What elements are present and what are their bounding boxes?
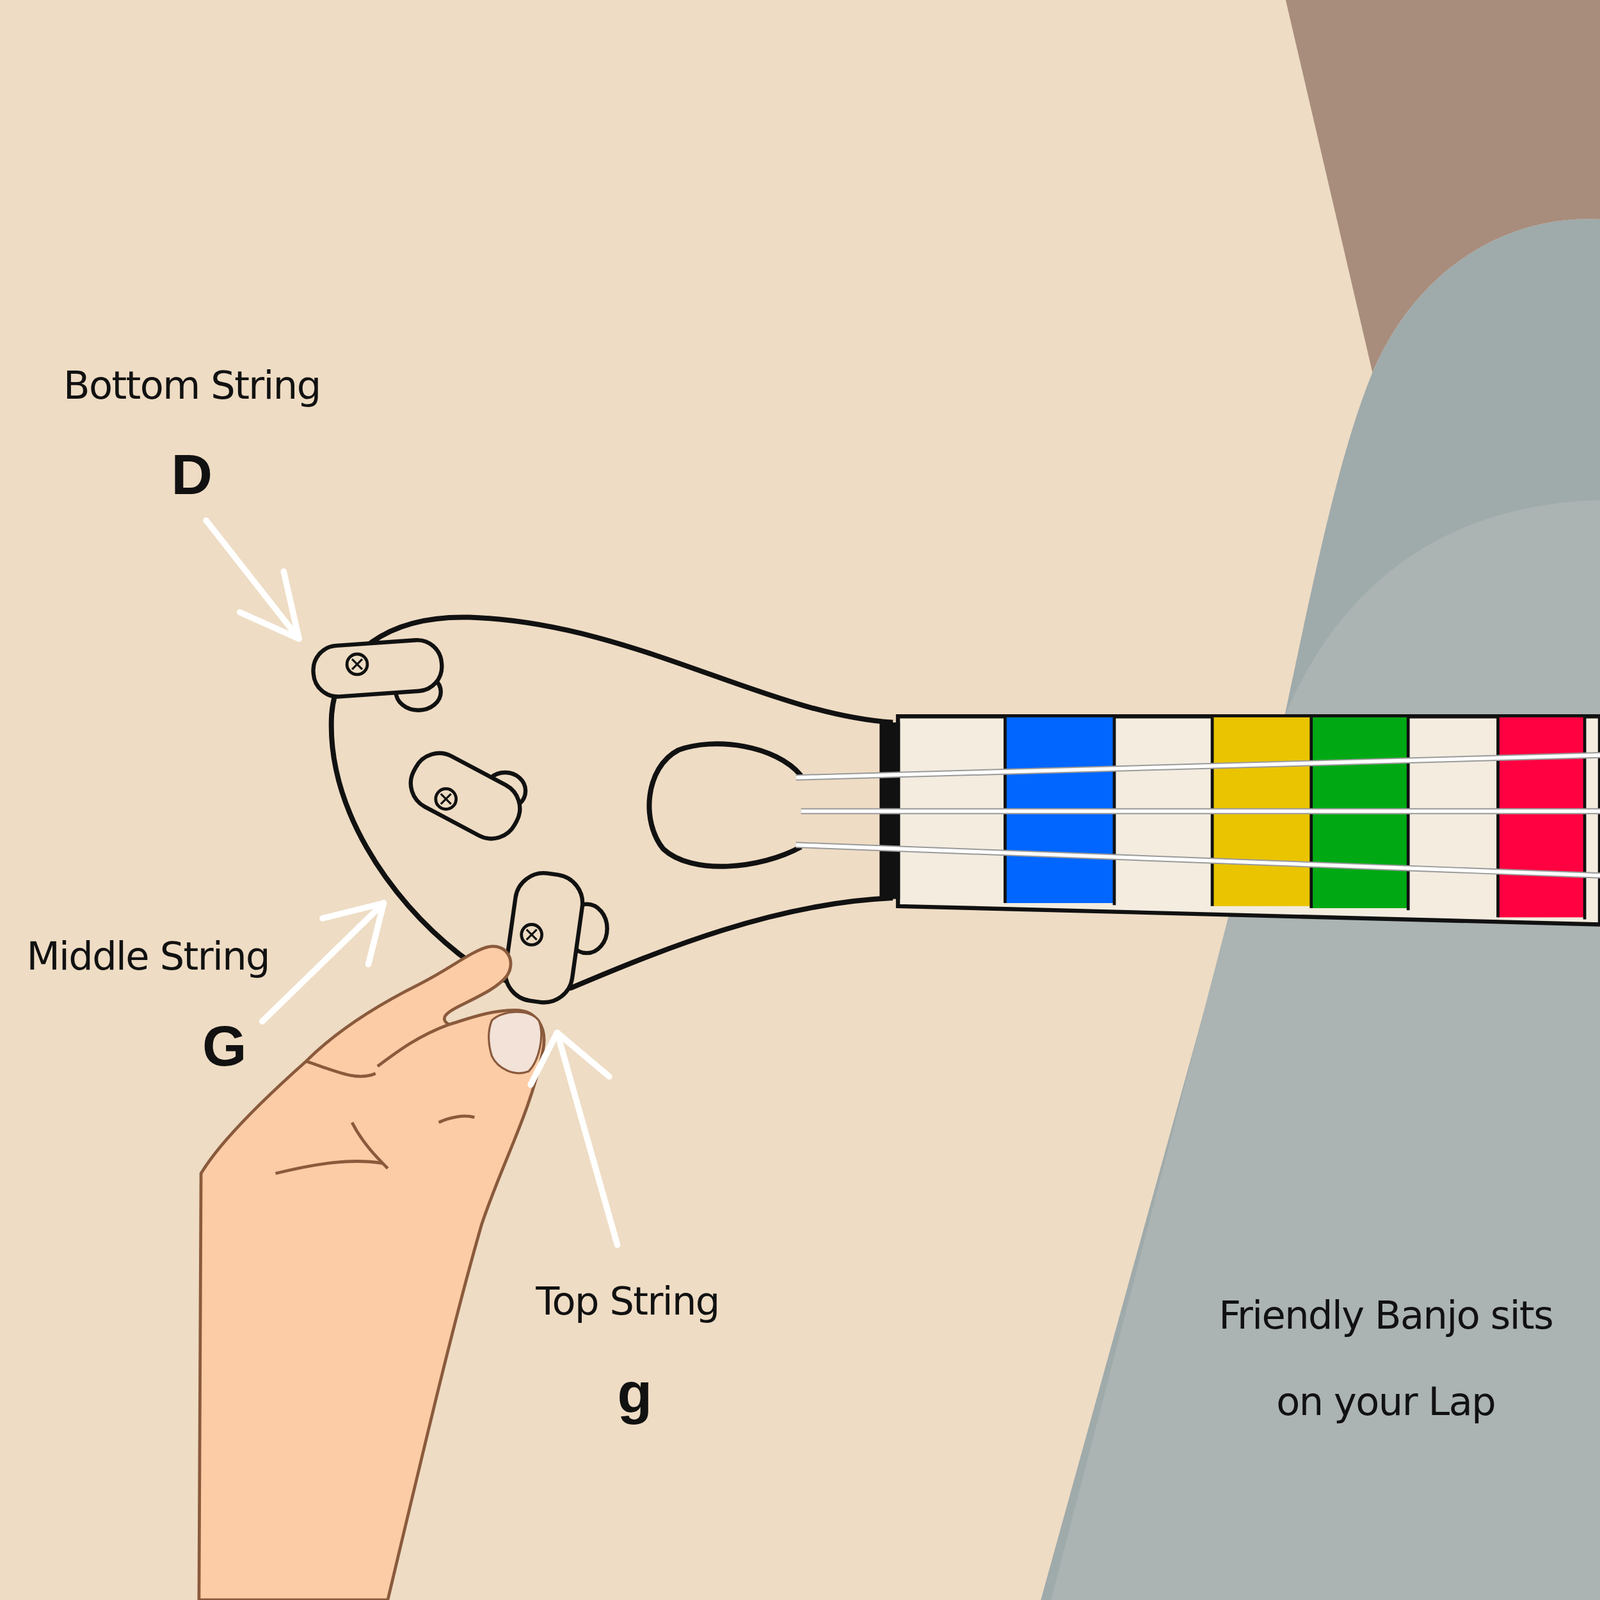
string-label: Bottom String xyxy=(63,363,321,409)
tuning-peg xyxy=(311,638,444,711)
string-hole xyxy=(648,743,801,867)
string-label: Top String xyxy=(535,1278,719,1324)
tuning-peg xyxy=(501,869,608,1007)
leader-arrow xyxy=(206,520,299,639)
string-label: Middle String xyxy=(26,933,269,979)
hand xyxy=(199,946,544,1600)
leader-arrow xyxy=(262,903,384,1022)
tuning-peg xyxy=(401,743,530,848)
lap-fold xyxy=(1050,499,1600,1600)
note-name: g xyxy=(616,1360,653,1427)
note-name: G xyxy=(202,1012,247,1080)
fretboard xyxy=(897,716,1600,925)
note-text: Friendly Banjo sits on your Lap xyxy=(1196,1272,1575,1446)
strings xyxy=(796,755,1600,876)
leader-arrow xyxy=(530,1032,618,1246)
note-name: D xyxy=(170,441,212,509)
